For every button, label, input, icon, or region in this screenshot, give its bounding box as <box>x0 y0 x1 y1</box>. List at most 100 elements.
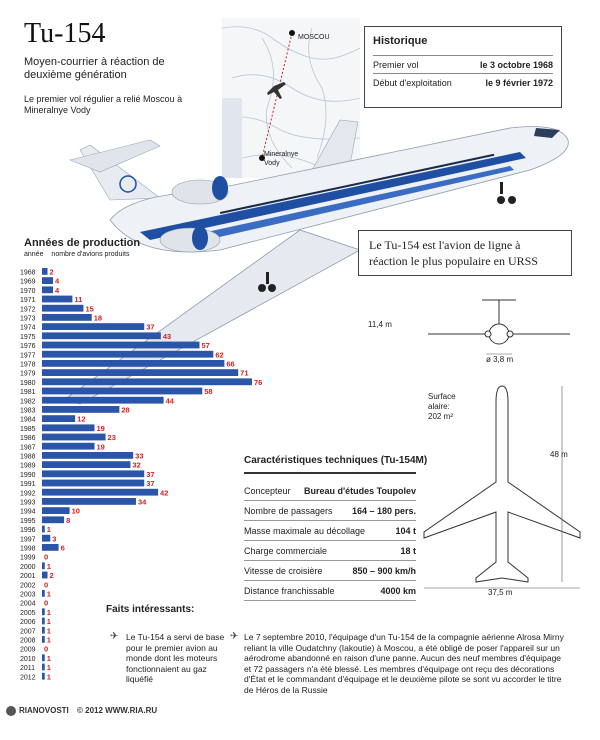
map-city-moscow: MOSCOU <box>298 34 330 41</box>
tick-label-year: 1975 <box>20 334 36 341</box>
production-bar <box>42 525 45 533</box>
production-bar <box>42 350 214 358</box>
data-label: 1 <box>47 636 51 645</box>
data-label: 33 <box>135 452 143 461</box>
data-label: 43 <box>163 332 171 341</box>
spec-value: 4000 km <box>380 586 416 596</box>
tick-label-year: 1996 <box>20 527 36 534</box>
tick-label-year: 1997 <box>20 536 36 543</box>
production-bar <box>42 544 59 551</box>
tick-label-year: 1991 <box>20 481 36 488</box>
spec-label: Vitesse de croisière <box>244 566 323 576</box>
data-label: 66 <box>226 360 234 369</box>
production-bar <box>42 626 45 634</box>
data-label: 23 <box>108 433 116 442</box>
length-dimension: 48 m <box>550 450 568 459</box>
data-label: 12 <box>77 415 85 424</box>
data-label: 32 <box>132 461 140 470</box>
tick-label-year: 1971 <box>20 297 36 304</box>
production-bar <box>42 415 76 422</box>
tu154-illustration <box>63 119 569 405</box>
production-bar <box>42 488 159 496</box>
data-label: 1 <box>47 525 51 534</box>
tick-label-year: 2007 <box>20 628 36 635</box>
wing-area-label: Surface alaire: <box>428 392 456 411</box>
tick-label-year: 1978 <box>20 362 36 369</box>
history-row: Premier vol le 3 octobre 1968 <box>373 55 553 74</box>
production-bar <box>42 360 225 367</box>
tick-label-year: 2009 <box>20 647 36 654</box>
data-label: 1 <box>47 626 51 635</box>
data-label: 2 <box>50 268 54 277</box>
data-label: 0 <box>44 580 48 589</box>
production-bar <box>42 461 131 468</box>
production-col-count: nombre d'avions produits <box>51 251 130 258</box>
footer-brand: RIANOVOSTI <box>19 706 69 716</box>
production-bar <box>42 516 65 524</box>
tick-label-year: 1989 <box>20 463 36 470</box>
tick-label-year: 2006 <box>20 619 36 626</box>
production-col-year: année <box>24 251 44 258</box>
tick-label-year: 1974 <box>20 325 36 332</box>
spec-label: Distance franchissable <box>244 586 335 596</box>
spec-row: Nombre de passagers 164 – 180 pers. <box>244 500 416 521</box>
spec-row: Charge commerciale 18 t <box>244 540 416 561</box>
data-label: 18 <box>94 314 102 323</box>
production-bar <box>42 378 252 386</box>
production-bar <box>42 608 45 616</box>
footer-logo: RIANOVOSTI © 2012 WWW.RIA.RU <box>6 706 157 716</box>
production-bar <box>42 507 70 514</box>
data-label: 19 <box>97 442 105 451</box>
spec-value: 104 t <box>395 526 416 536</box>
tick-label-year: 1969 <box>20 279 36 286</box>
production-bar <box>42 590 45 597</box>
production-bar <box>42 424 95 432</box>
tick-label-year: 2005 <box>20 610 36 617</box>
history-title: Historique <box>373 35 428 47</box>
tick-label-year: 1988 <box>20 454 36 461</box>
tick-label-year: 1995 <box>20 518 36 525</box>
tick-label-year: 2003 <box>20 592 36 599</box>
spec-row: Masse maximale au décollage 104 t <box>244 520 416 541</box>
tick-label-year: 1979 <box>20 371 36 378</box>
production-bar <box>42 268 48 275</box>
diameter-dimension: ø 3,8 m <box>486 355 514 364</box>
airplane-icon: ✈ <box>230 631 239 642</box>
tick-label-year: 1985 <box>20 426 36 433</box>
production-bar <box>42 562 45 570</box>
spec-label: Charge commerciale <box>244 546 328 556</box>
tick-label-year: 2002 <box>20 582 36 589</box>
data-label: 58 <box>204 387 212 396</box>
production-bar <box>42 277 54 284</box>
data-label: 0 <box>44 645 48 654</box>
data-label: 44 <box>166 396 175 405</box>
production-bar <box>42 654 45 662</box>
specs-title: Caractéristiques techniques (Tu-154M) <box>244 455 428 466</box>
production-bar <box>42 295 73 303</box>
data-label: 0 <box>44 553 48 562</box>
tick-label-year: 1977 <box>20 352 36 359</box>
production-title: Années de production <box>24 237 141 249</box>
data-label: 1 <box>47 562 51 571</box>
tick-label-year: 2010 <box>20 656 36 663</box>
tick-label-year: 1981 <box>20 389 36 396</box>
production-subtitle: année nombre d'avions produits <box>24 251 135 258</box>
tick-label-year: 2012 <box>20 674 36 681</box>
wing-area-value: 202 m² <box>428 412 453 421</box>
data-label: 37 <box>146 323 154 332</box>
data-label: 28 <box>121 406 129 415</box>
data-label: 4 <box>55 277 60 286</box>
ria-logo-icon <box>6 706 16 716</box>
tick-label-year: 1993 <box>20 500 36 507</box>
production-bar <box>42 534 51 542</box>
production-bar <box>42 617 45 625</box>
tick-label-year: 1986 <box>20 435 36 442</box>
tick-label-year: 1998 <box>20 546 36 553</box>
spec-label: Masse maximale au décollage <box>244 526 366 536</box>
tick-label-year: 1980 <box>20 380 36 387</box>
data-label: 71 <box>240 369 248 378</box>
tick-label-year: 1987 <box>20 444 36 451</box>
tick-label-year: 1972 <box>20 306 36 313</box>
fact-item: Le Tu-154 a servi de base pour le premie… <box>126 632 225 684</box>
